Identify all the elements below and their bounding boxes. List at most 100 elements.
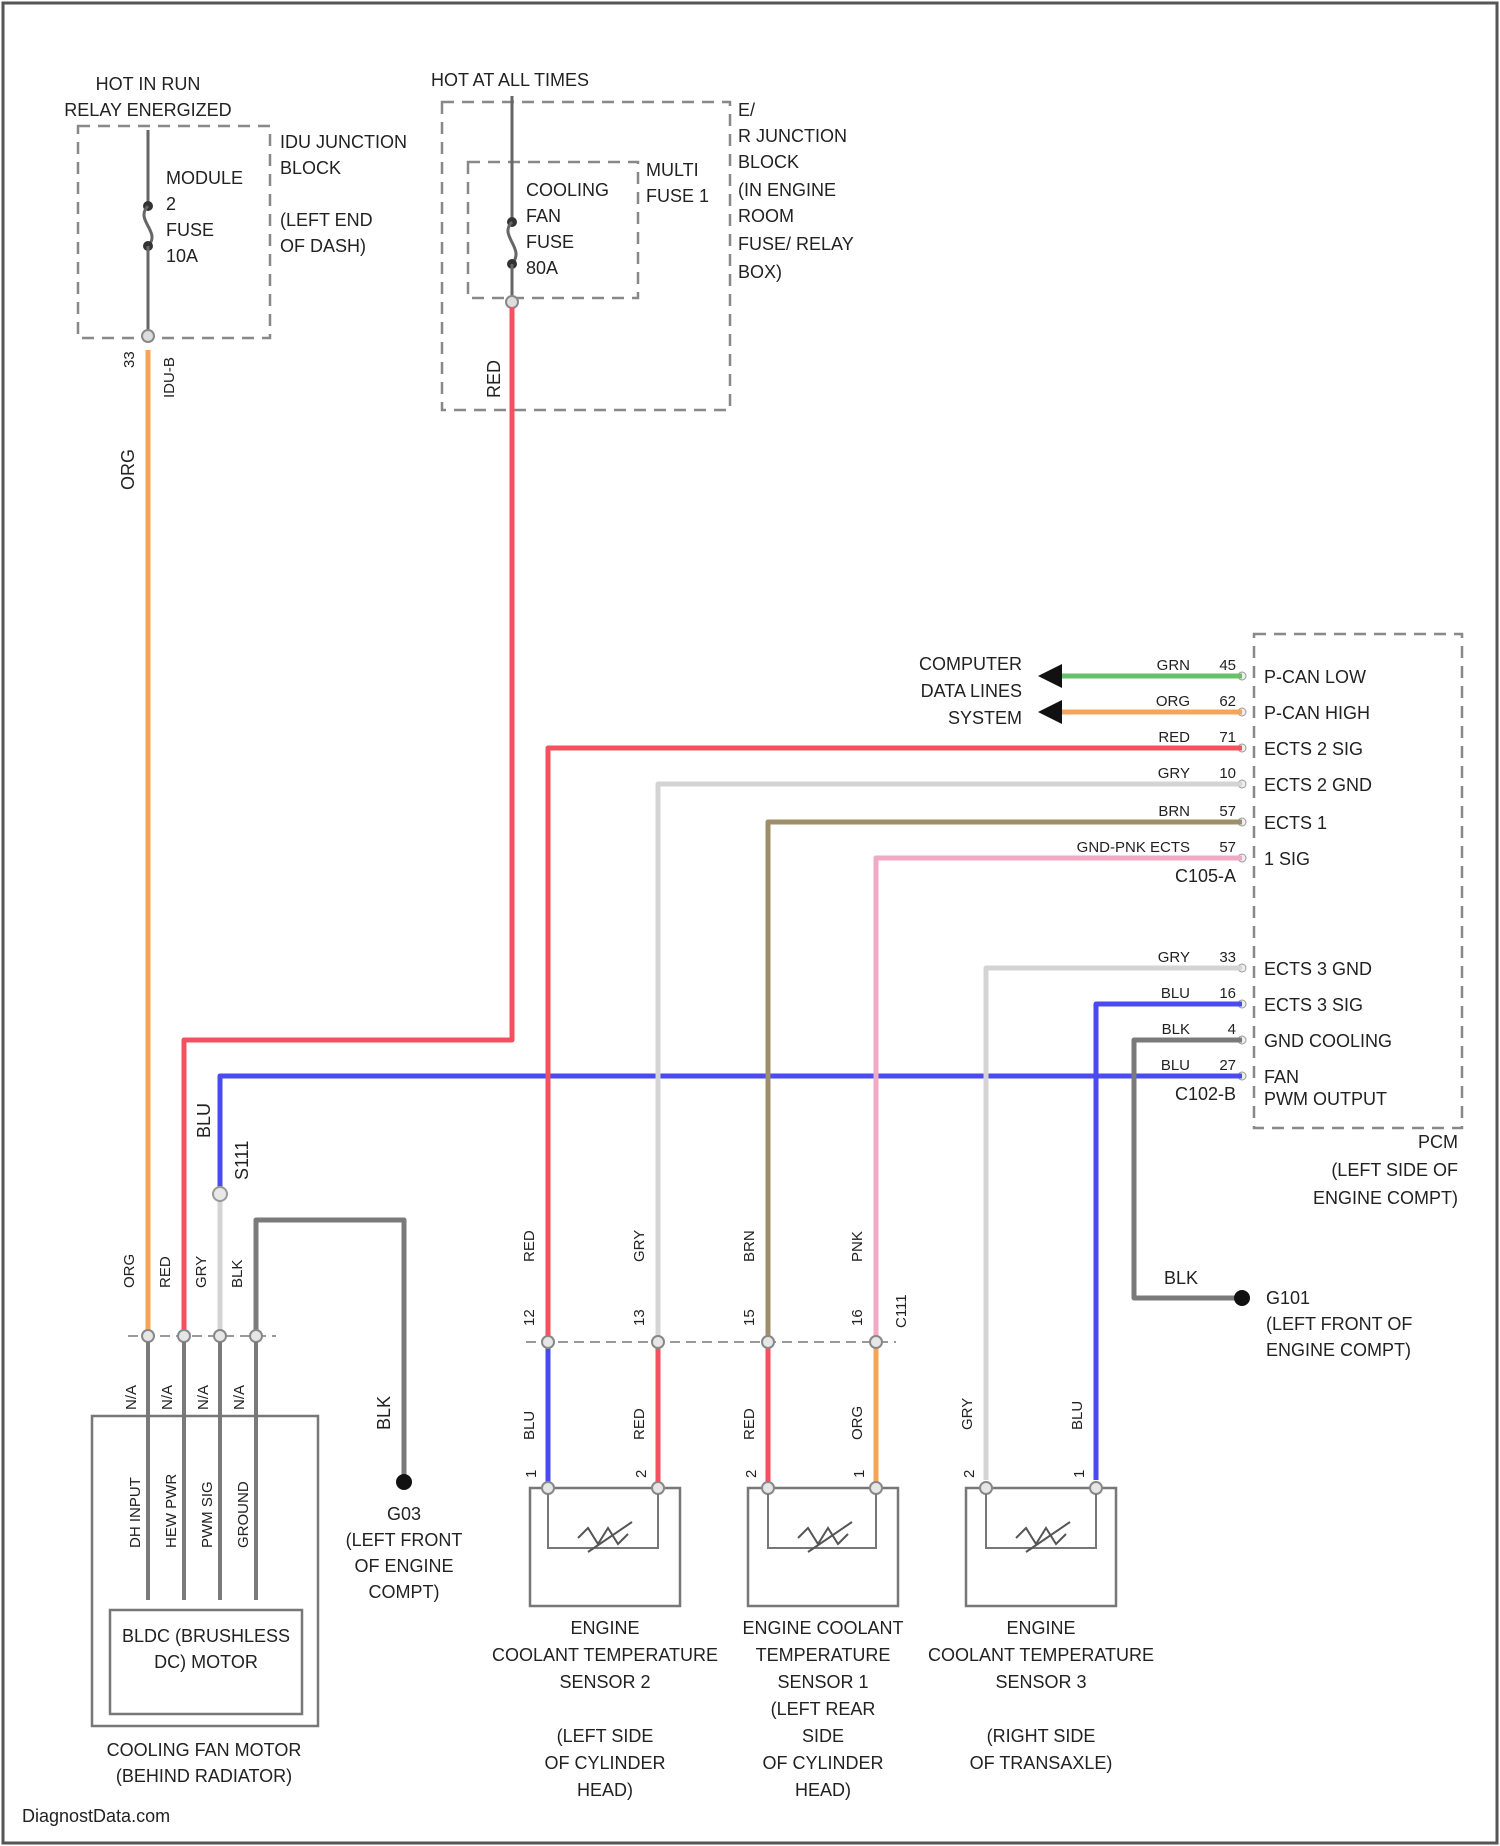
coolant-sensor-3: 21GRYBLUENGINECOOLANT TEMPERATURESENSOR … [928, 1398, 1154, 1773]
wire-label-blk-pcm-ground: BLK [1164, 1268, 1198, 1288]
pcm-pin-number: 57 [1219, 803, 1236, 820]
sensor-element-circuit [768, 1494, 876, 1548]
pcm-pin-label: ECTS 2 SIG [1264, 739, 1363, 759]
sensor-upper-wire-label: RED [521, 1230, 538, 1262]
pcm-wire-color: GRY [1158, 765, 1190, 782]
svg-text:RELAY ENERGIZED: RELAY ENERGIZED [64, 100, 231, 120]
wire-red-ects2-sig [548, 748, 1242, 1340]
pcm-pin-number: 45 [1219, 657, 1236, 674]
fan-motor-pin-label: GROUND [235, 1481, 252, 1548]
sensor-upper-wire-label: PNK [849, 1231, 866, 1262]
sensor-wire-label: GRY [959, 1398, 976, 1430]
svg-text:DC) MOTOR: DC) MOTOR [154, 1652, 258, 1672]
sensor-connector-c111: C111 [893, 1294, 910, 1328]
sensor-title-line: SENSOR 2 [559, 1672, 650, 1692]
wire-blu-pcm-to-fan [220, 1076, 1242, 1190]
wire-blk-fan-ground [256, 1220, 404, 1478]
ground-g03-label: G03 (LEFT FRONT OF ENGINE COMPT) [346, 1504, 463, 1602]
svg-text:(BEHIND RADIATOR): (BEHIND RADIATOR) [116, 1766, 292, 1786]
wire-label-s111: S111 [232, 1141, 252, 1180]
sensor-terminal [1090, 1482, 1102, 1494]
svg-text:HOT IN RUN: HOT IN RUN [96, 74, 201, 94]
sensor-pin-number: 2 [743, 1470, 760, 1478]
svg-text:10A: 10A [166, 246, 198, 266]
sensor-element-circuit [548, 1494, 658, 1548]
er-junction-block-label: E/ R JUNCTION BLOCK (IN ENGINE ROOM FUSE… [738, 100, 854, 282]
sensor-title-line: COOLANT TEMPERATURE [492, 1645, 718, 1665]
svg-text:DATA LINES: DATA LINES [921, 681, 1022, 701]
svg-text:80A: 80A [526, 258, 558, 278]
cooling-fan-motor-box [92, 1416, 318, 1726]
pcm-wire-color: BLK [1162, 1021, 1190, 1038]
sensor-terminal [980, 1482, 992, 1494]
idu-pin-33: 33 [121, 351, 138, 368]
sensor-title-line: HEAD) [795, 1780, 851, 1800]
wire-label-blu-fan: BLU [194, 1103, 214, 1138]
svg-text:(LEFT SIDE OF: (LEFT SIDE OF [1331, 1160, 1458, 1180]
fan-motor-pin-label: HEW PWR [163, 1474, 180, 1548]
sensor-terminal [870, 1482, 882, 1494]
pcm-pin-number: 33 [1219, 949, 1236, 966]
sensor-connector-pin: 12 [521, 1309, 538, 1326]
sensor-pin-number: 1 [851, 1470, 868, 1478]
pcm-connector-c105a: C105-A [1175, 866, 1236, 886]
pcm-label: PCM (LEFT SIDE OF ENGINE COMPT) [1313, 1132, 1458, 1208]
svg-text:2: 2 [166, 194, 176, 214]
svg-text:COOLING: COOLING [526, 180, 609, 200]
sensor-lower-wire-label: BLU [521, 1411, 538, 1440]
svg-text:ENGINE COMPT): ENGINE COMPT) [1266, 1340, 1411, 1360]
pcm-wire-color: GRY [1158, 949, 1190, 966]
sensor-title-line: OF CYLINDER [762, 1753, 883, 1773]
fan-connector-terminal [214, 1330, 226, 1342]
pcm-pin-number: 4 [1228, 1021, 1236, 1038]
svg-text:BLOCK: BLOCK [738, 152, 799, 172]
pcm-wire-color: RED [1158, 729, 1190, 746]
bldc-motor-label: BLDC (BRUSHLESS DC) MOTOR [122, 1626, 290, 1672]
hot-at-all-times-label: HOT AT ALL TIMES [431, 70, 589, 90]
fan-connector-pin: N/A [159, 1385, 176, 1410]
sensor-title-line: (LEFT SIDE [557, 1726, 654, 1746]
svg-text:ROOM: ROOM [738, 206, 794, 226]
sensor-lower-wire-label: RED [631, 1408, 648, 1440]
wires [148, 308, 1242, 1482]
pcm-wire-color: BLU [1161, 1057, 1190, 1074]
svg-text:COMPUTER: COMPUTER [919, 654, 1022, 674]
svg-text:FUSE: FUSE [526, 232, 574, 252]
svg-text:(LEFT FRONT OF: (LEFT FRONT OF [1266, 1314, 1412, 1334]
watermark: DiagnostData.com [22, 1806, 170, 1826]
svg-text:(IN ENGINE: (IN ENGINE [738, 180, 836, 200]
module-fuse-label: MODULE 2 FUSE 10A [166, 168, 243, 266]
svg-text:PCM: PCM [1418, 1132, 1458, 1152]
sensor-pin-number: 1 [523, 1470, 540, 1478]
sensor-pin-number: 1 [1071, 1470, 1088, 1478]
pcm-pin-label: ECTS 2 GND [1264, 775, 1372, 795]
fan-connector-terminal [142, 1330, 154, 1342]
sensor-title-line: ENGINE COOLANT [742, 1618, 903, 1638]
ground-g03 [396, 1474, 412, 1490]
svg-text:E/: E/ [738, 100, 755, 120]
sensor-title-line: (RIGHT SIDE [987, 1726, 1096, 1746]
wire-label-blk-motor-ground: BLK [374, 1396, 394, 1430]
sensor-terminal [762, 1482, 774, 1494]
sensor-wire-label: BLU [1069, 1401, 1086, 1430]
svg-text:SYSTEM: SYSTEM [948, 708, 1022, 728]
fan-motor-pins: DH INPUTHEW PWRPWM SIGGROUND [127, 1474, 252, 1548]
svg-text:FUSE 1: FUSE 1 [646, 186, 709, 206]
sensor-title-line: HEAD) [577, 1780, 633, 1800]
sensor-title-line: ENGINE [570, 1618, 639, 1638]
pcm-wire-color: ORG [1156, 693, 1190, 710]
coolant-sensor-1: 12ENGINECOOLANT TEMPERATURESENSOR 2(LEFT… [492, 1470, 718, 1800]
pcm-pin-label: 1 SIG [1264, 849, 1310, 869]
svg-text:R JUNCTION: R JUNCTION [738, 126, 847, 146]
sensor-title-line: COOLANT TEMPERATURE [928, 1645, 1154, 1665]
sensor-upper-wire-label: GRY [631, 1230, 648, 1262]
sensor-connector-terminal [762, 1336, 774, 1348]
pcm-pin-number: 27 [1219, 1057, 1236, 1074]
svg-text:OF ENGINE: OF ENGINE [354, 1556, 453, 1576]
svg-text:G03: G03 [387, 1504, 421, 1524]
svg-text:COMPT): COMPT) [369, 1582, 440, 1602]
sensor-connector-pin: 16 [849, 1309, 866, 1326]
svg-text:IDU JUNCTION: IDU JUNCTION [280, 132, 407, 152]
fan-wire-label: GRY [193, 1256, 210, 1288]
ground-g101 [1234, 1290, 1250, 1306]
